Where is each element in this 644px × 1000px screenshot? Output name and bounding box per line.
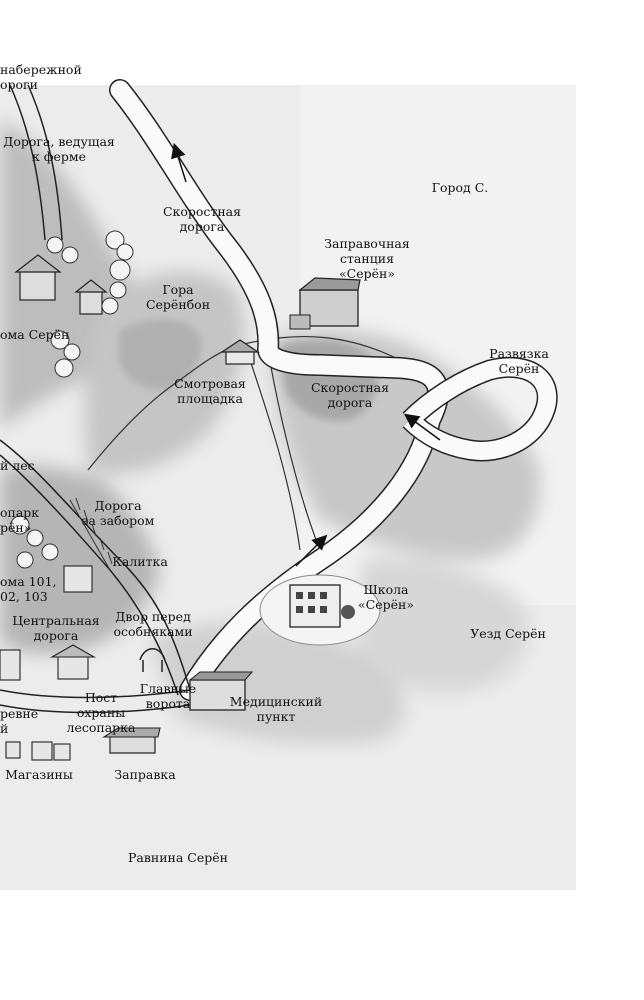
label-road-behind-fence: Дорога за забором	[81, 498, 155, 528]
label-courtyard: Двор перед особняками	[113, 609, 193, 639]
lower-gas-station	[102, 727, 161, 754]
school-building	[259, 574, 381, 646]
label-forest: й лес	[0, 458, 35, 473]
label-embankment-road: набережной ороги	[0, 62, 82, 92]
label-mount-serenbon: Гора Серёнбон	[145, 282, 211, 312]
label-gate: Калитка	[112, 554, 168, 569]
label-observation-deck: Смотровая площадка	[174, 376, 246, 406]
direction-arrow-school	[295, 534, 328, 567]
seren-junction-loop	[402, 356, 558, 462]
label-seren-county: Уезд Серён	[470, 626, 546, 641]
label-farm-road: Дорога, ведущая к ферме	[3, 134, 115, 164]
mountain-houses	[14, 254, 108, 315]
gas-station-building	[289, 277, 361, 330]
label-guard-post: Пост охраны лесопарка	[66, 690, 136, 735]
label-shops: Магазины	[5, 767, 73, 782]
label-main-gate: Главные ворота	[139, 681, 197, 711]
label-expressway-north: Скоростная дорога	[162, 204, 241, 234]
trees	[10, 230, 134, 569]
label-gas-station: Заправка	[114, 767, 176, 782]
observation-pavilion	[220, 339, 260, 365]
label-expressway-south: Скоростная дорога	[310, 380, 389, 410]
label-seren-plain: Равнина Серён	[127, 850, 228, 865]
label-village: ревне й	[0, 706, 39, 736]
direction-arrow-north	[171, 142, 187, 183]
direction-arrow-junction	[403, 413, 441, 441]
label-forest-park: опарк рён»	[0, 505, 40, 535]
label-houses-seren: ома Серён	[0, 327, 70, 342]
farm-road	[9, 84, 63, 241]
gate-arch	[139, 648, 166, 672]
label-city-s: Город С.	[431, 180, 489, 195]
fence	[69, 497, 113, 571]
label-gas-station-seren: Заправочная станция «Серён»	[324, 236, 410, 281]
label-central-road: Центральная дорога	[12, 613, 100, 643]
expressway-road	[109, 79, 449, 701]
shop-blocks	[0, 565, 97, 761]
label-seren-junction: Развязка Серён	[489, 346, 549, 376]
label-medical-point: Медицинский пункт	[229, 694, 323, 724]
label-school-seren: Школа «Серён»	[358, 582, 414, 612]
medical-building	[188, 671, 254, 711]
label-houses-101: ома 101, 02, 103	[0, 574, 57, 604]
